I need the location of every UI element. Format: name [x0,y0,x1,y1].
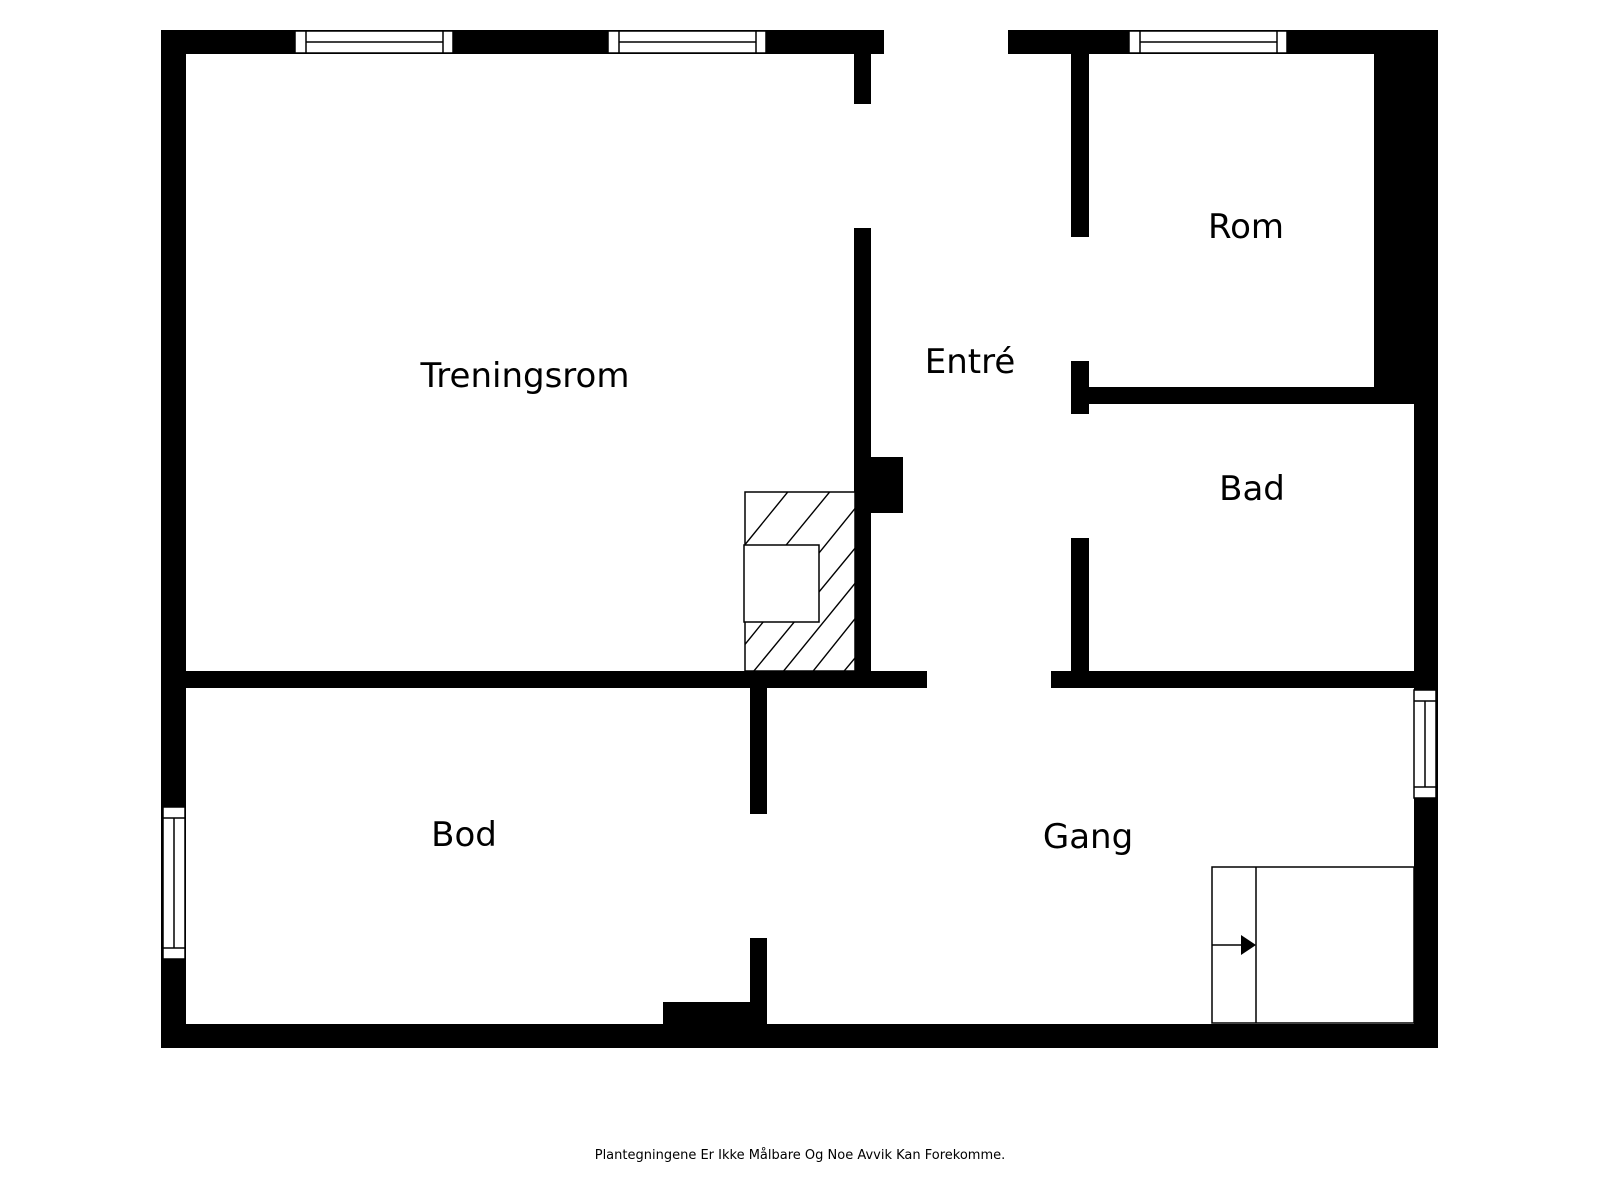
room-label-bod[interactable]: Bod [431,815,497,855]
stairs-arrow-icon [1241,935,1256,955]
window-gang [1413,689,1437,799]
room-label-entre[interactable]: Entré [925,342,1016,382]
door-bod-gang [747,814,771,938]
door-treningsrom-entre [850,104,875,228]
disclaimer-text: Plantegningene Er Ikke Målbare Og Noe Av… [594,1148,1006,1163]
door-entre-bad [1067,414,1092,538]
floor-treningsrom [186,54,854,671]
window-treningsrom-2 [607,30,767,54]
window-bod [162,806,186,960]
door-entre-gang [927,668,1051,692]
stairs-symbol[interactable] [1211,866,1415,1024]
room-label-rom[interactable]: Rom [1208,207,1284,247]
window-treningsrom-1 [294,30,454,54]
room-label-bad[interactable]: Bad [1219,469,1285,509]
entry-opening [884,25,1008,57]
interior-walls [663,457,903,1026]
room-labels: Treningsrom Entré Rom Bad Bod Gang [420,207,1285,857]
windows [162,30,1437,960]
door-entre-rom [1067,237,1092,361]
room-label-gang[interactable]: Gang [1043,817,1133,857]
floor-bad [1089,404,1414,671]
floor-rom [1089,54,1374,387]
fireplace-symbol [743,491,856,672]
floor-entre [871,54,1071,671]
floor-bod [186,688,750,1024]
floors [186,25,1414,1024]
window-rom [1128,30,1288,54]
room-label-treningsrom[interactable]: Treningsrom [420,356,630,396]
